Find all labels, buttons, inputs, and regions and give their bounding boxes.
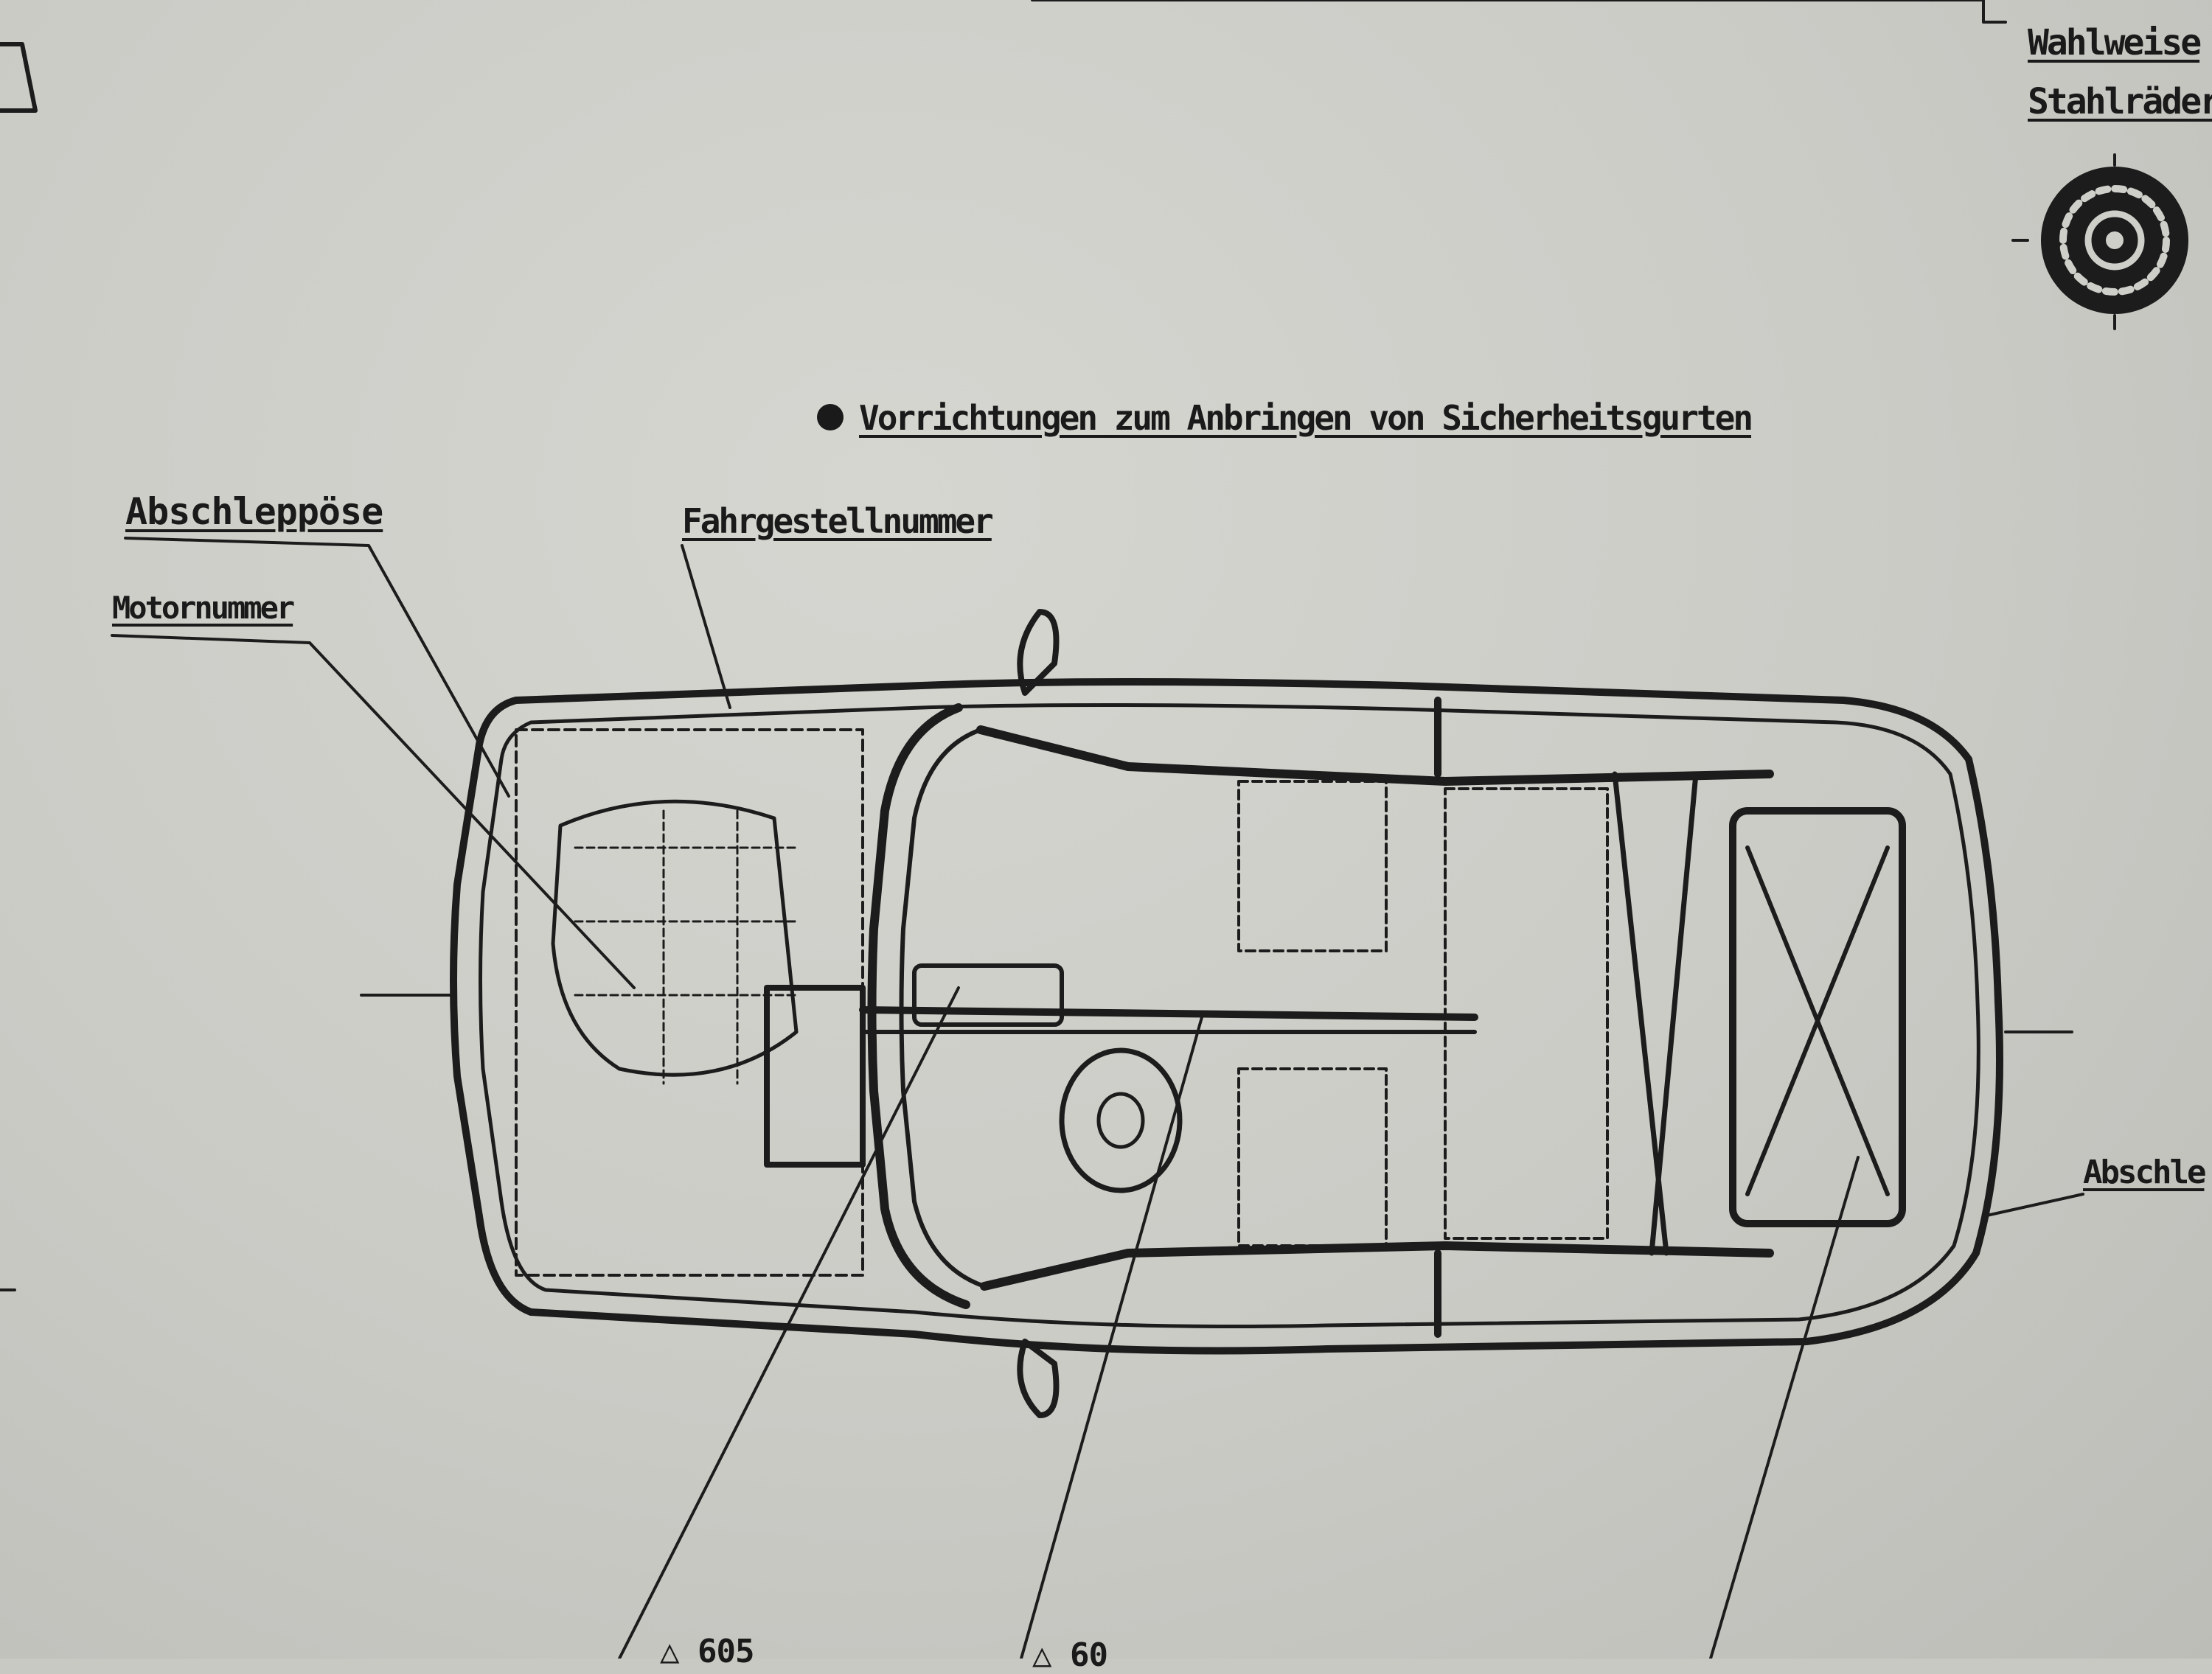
label-bottom-left: △ 605 xyxy=(660,1633,754,1670)
driveshaft xyxy=(859,1006,1478,1021)
label-wahlweise: Wahlweise xyxy=(2028,22,2202,63)
front-seat-right xyxy=(1237,1067,1388,1247)
car-body-outline xyxy=(450,678,2003,1355)
label-stahlraeder: Stahlräder xyxy=(2028,81,2212,122)
leader-bottom-2 xyxy=(1020,1016,1203,1659)
gearbox xyxy=(764,985,866,1168)
rear-bench xyxy=(1444,787,1609,1240)
label-abschle-right: Abschle xyxy=(2083,1154,2206,1191)
mirror-bottom xyxy=(1017,1339,1060,1418)
rear-hatch xyxy=(1729,807,1906,1227)
engine-detail xyxy=(574,809,798,1085)
steering-hub xyxy=(1096,1092,1145,1149)
roof-rail-top xyxy=(976,725,1774,786)
leader-abschle-right xyxy=(1982,1193,2084,1218)
label-abschleppoese: Abschleppöse xyxy=(125,490,383,533)
label-motornummer: Motornummer xyxy=(112,590,295,626)
steel-wheel-icon xyxy=(2011,153,2188,330)
front-seat-left xyxy=(1237,780,1388,952)
engine-block xyxy=(551,799,799,1077)
bullet-icon xyxy=(817,404,844,430)
label-fahrgestellnummer: Fahrgestellnummer xyxy=(682,501,994,541)
label-sicherheitsgurte: Vorrichtungen zum Anbringen von Sicherhe… xyxy=(859,398,1753,438)
rear-axle xyxy=(1612,771,1699,1256)
roof-rail-bottom xyxy=(980,1241,1774,1291)
label-bottom-mid: △ 60 xyxy=(1032,1636,1108,1674)
corner-mark xyxy=(0,42,38,113)
leader-fahrgestell xyxy=(681,544,731,709)
top-frame-line xyxy=(1031,0,2007,24)
engine-bay xyxy=(515,728,864,1277)
steering-wheel xyxy=(1059,1047,1183,1193)
leader-abschleppoese xyxy=(124,537,510,798)
car-body-inner xyxy=(479,702,1980,1329)
rear-hatch-cross2 xyxy=(1745,845,1890,1196)
mirror-top xyxy=(1017,609,1060,696)
exhaust-pipe xyxy=(912,963,1064,1027)
leader-motornummer xyxy=(111,634,636,989)
leader-bottom-3 xyxy=(1709,1156,1860,1659)
leader-bottom-1 xyxy=(618,986,960,1659)
